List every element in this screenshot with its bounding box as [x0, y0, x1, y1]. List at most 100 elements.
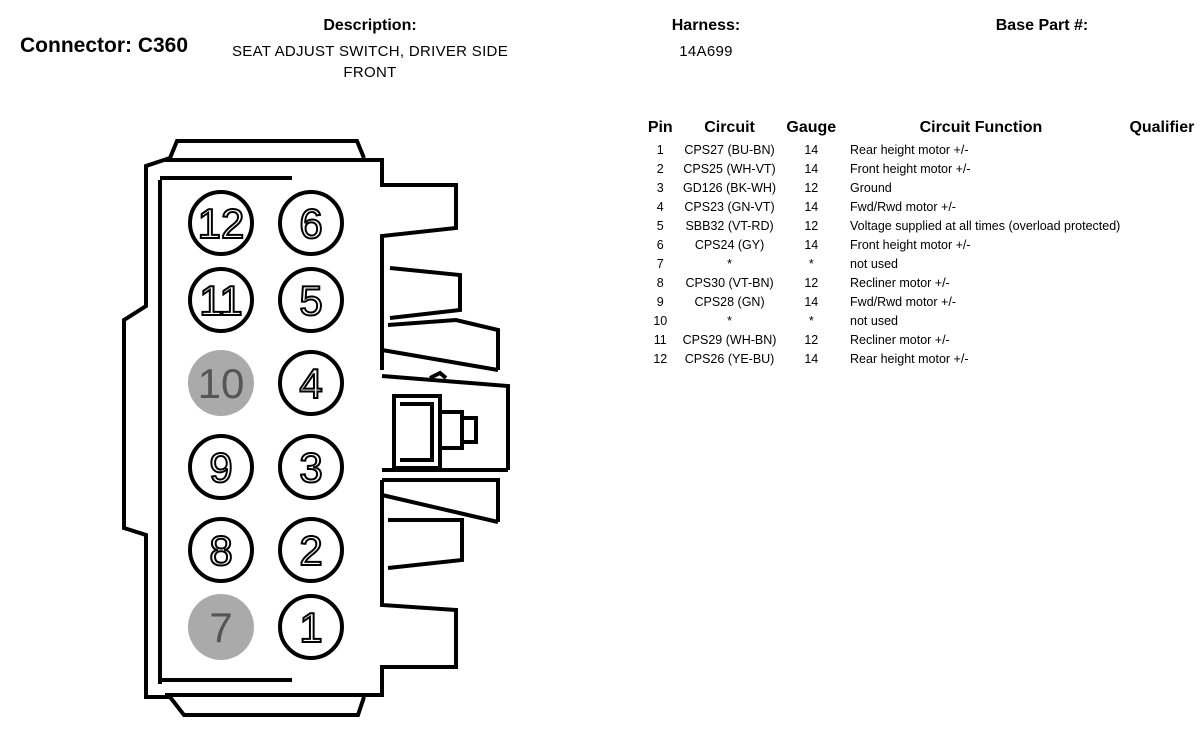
pin-cavity-8: 8: [188, 517, 254, 583]
circuit-function-cell: Ground: [850, 180, 892, 195]
qualifier-cell: [1124, 197, 1200, 216]
description-value: SEAT ADJUST SWITCH, DRIVER SIDE FRONT: [210, 41, 530, 83]
qualifier-cell: [1124, 311, 1200, 330]
circuit-cell: CPS28 (GN): [694, 294, 765, 309]
circuit-cell: *: [727, 256, 732, 271]
circuit-function-cell: Front height motor +/-: [850, 161, 971, 176]
gauge-cell: 14: [804, 142, 819, 157]
description-label: Description:: [323, 17, 417, 34]
circuit-cell: CPS25 (WH-VT): [683, 161, 776, 176]
pin-circle: [188, 594, 254, 660]
table-row: 11 CPS29 (WH-BN) 12 Recliner motor +/-: [646, 330, 1200, 349]
pin-number-label: 10: [198, 360, 245, 407]
pin-cell: 7: [656, 256, 664, 271]
pin-number-label: 5: [299, 277, 322, 324]
qualifier-cell: [1124, 292, 1200, 311]
circuit-cell: CPS29 (WH-BN): [682, 332, 777, 347]
circuit-function-cell: Fwd/Rwd motor +/-: [850, 199, 956, 214]
pin-circle: [188, 190, 254, 256]
qualifier-cell: [1124, 235, 1200, 254]
table-row: 2 CPS25 (WH-VT) 14 Front height motor +/-: [646, 159, 1200, 178]
column-header-pin: Pin: [647, 119, 673, 136]
table-row: 1 CPS27 (BU-BN) 14 Rear height motor +/-: [646, 140, 1200, 159]
pin-cell: 3: [656, 180, 664, 195]
connector-title: Connector: C360: [20, 34, 189, 57]
circuit-cell: CPS27 (BU-BN): [684, 142, 775, 157]
circuit-function-cell: not used: [850, 256, 898, 271]
pin-circle: [278, 190, 344, 256]
pin-cavity-5: 5: [278, 267, 344, 333]
column-header-gauge: Gauge: [786, 119, 837, 136]
pin-table: Pin Circuit Gauge Circuit Function Quali…: [646, 116, 1200, 368]
gauge-cell: *: [808, 313, 814, 328]
pin-cavity-7: 7: [188, 594, 254, 660]
gauge-cell: 12: [804, 332, 819, 347]
circuit-cell: CPS23 (GN-VT): [684, 199, 775, 214]
pin-circle: [278, 517, 344, 583]
pin-number-label: 3: [299, 444, 322, 491]
pin-cavity-12: 12: [188, 190, 254, 256]
pin-circle: [188, 517, 254, 583]
gauge-cell: 12: [804, 180, 819, 195]
qualifier-cell: [1124, 273, 1200, 292]
gauge-cell: 12: [804, 275, 819, 290]
gauge-cell: 14: [804, 199, 819, 214]
gauge-cell: 12: [804, 218, 819, 233]
circuit-function-cell: Voltage supplied at all times (overload …: [850, 218, 1121, 233]
qualifier-cell: [1124, 330, 1200, 349]
pin-cell: 9: [656, 294, 664, 309]
pin-cavity-6: 6: [278, 190, 344, 256]
base-part-label: Base Part #:: [995, 17, 1089, 34]
pin-cell: 12: [653, 351, 668, 366]
pin-cavity-3: 3: [278, 434, 344, 500]
pin-cavity-11: 11: [188, 267, 254, 333]
gauge-cell: 14: [804, 237, 819, 252]
pin-cell: 11: [653, 332, 667, 347]
table-row: 9 CPS28 (GN) 14 Fwd/Rwd motor +/-: [646, 292, 1200, 311]
circuit-cell: *: [727, 313, 732, 328]
harness-value: 14A699: [679, 43, 733, 60]
qualifier-cell: [1124, 178, 1200, 197]
pin-cell: 1: [656, 142, 664, 157]
qualifier-cell: [1124, 349, 1200, 368]
column-header-circuit: Circuit: [704, 119, 755, 136]
circuit-cell: CPS30 (VT-BN): [685, 275, 774, 290]
circuit-cell: CPS24 (GY): [694, 237, 765, 252]
pin-circle: [188, 350, 254, 416]
gauge-cell: 14: [804, 161, 819, 176]
pin-cavity-4: 4: [278, 350, 344, 416]
pin-cell: 2: [656, 161, 664, 176]
pin-number-label: 2: [299, 527, 322, 574]
gauge-cell: 14: [804, 351, 819, 366]
circuit-function-cell: Recliner motor +/-: [850, 332, 950, 347]
connector-outline: [122, 139, 510, 717]
table-row: 3 GD126 (BK-WH) 12 Ground: [646, 178, 1200, 197]
circuit-cell: CPS26 (YE-BU): [684, 351, 775, 366]
pin-number-label: 12: [198, 200, 245, 247]
circuit-cell: GD126 (BK-WH): [683, 180, 777, 195]
pin-cell: 10: [653, 313, 668, 328]
table-row: 7**not used: [646, 254, 1200, 273]
pin-number-label: 1: [299, 604, 322, 651]
pin-number-label: 6: [299, 200, 322, 247]
gauge-cell: 14: [804, 294, 819, 309]
circuit-function-cell: not used: [850, 313, 898, 328]
column-header-qualifier: Qualifier: [1129, 119, 1195, 136]
pin-number-label: 8: [209, 527, 232, 574]
pin-circle: [278, 434, 344, 500]
pin-circle: [188, 267, 254, 333]
table-row: 10 * * not used: [646, 311, 1200, 330]
circuit-cell: SBB32 (VT-RD): [685, 218, 774, 233]
pin-cavity-10: 10: [188, 350, 254, 416]
circuit-function-cell: Fwd/Rwd motor +/-: [850, 294, 956, 309]
pin-cavity-2: 2: [278, 517, 344, 583]
pin-number-label: 7: [209, 604, 232, 651]
description-line-1: SEAT ADJUST SWITCH, DRIVER SIDE: [231, 43, 508, 60]
pin-cavity-1: 1: [278, 594, 344, 660]
circuit-function-cell: Rear height motor +/-: [850, 142, 969, 157]
